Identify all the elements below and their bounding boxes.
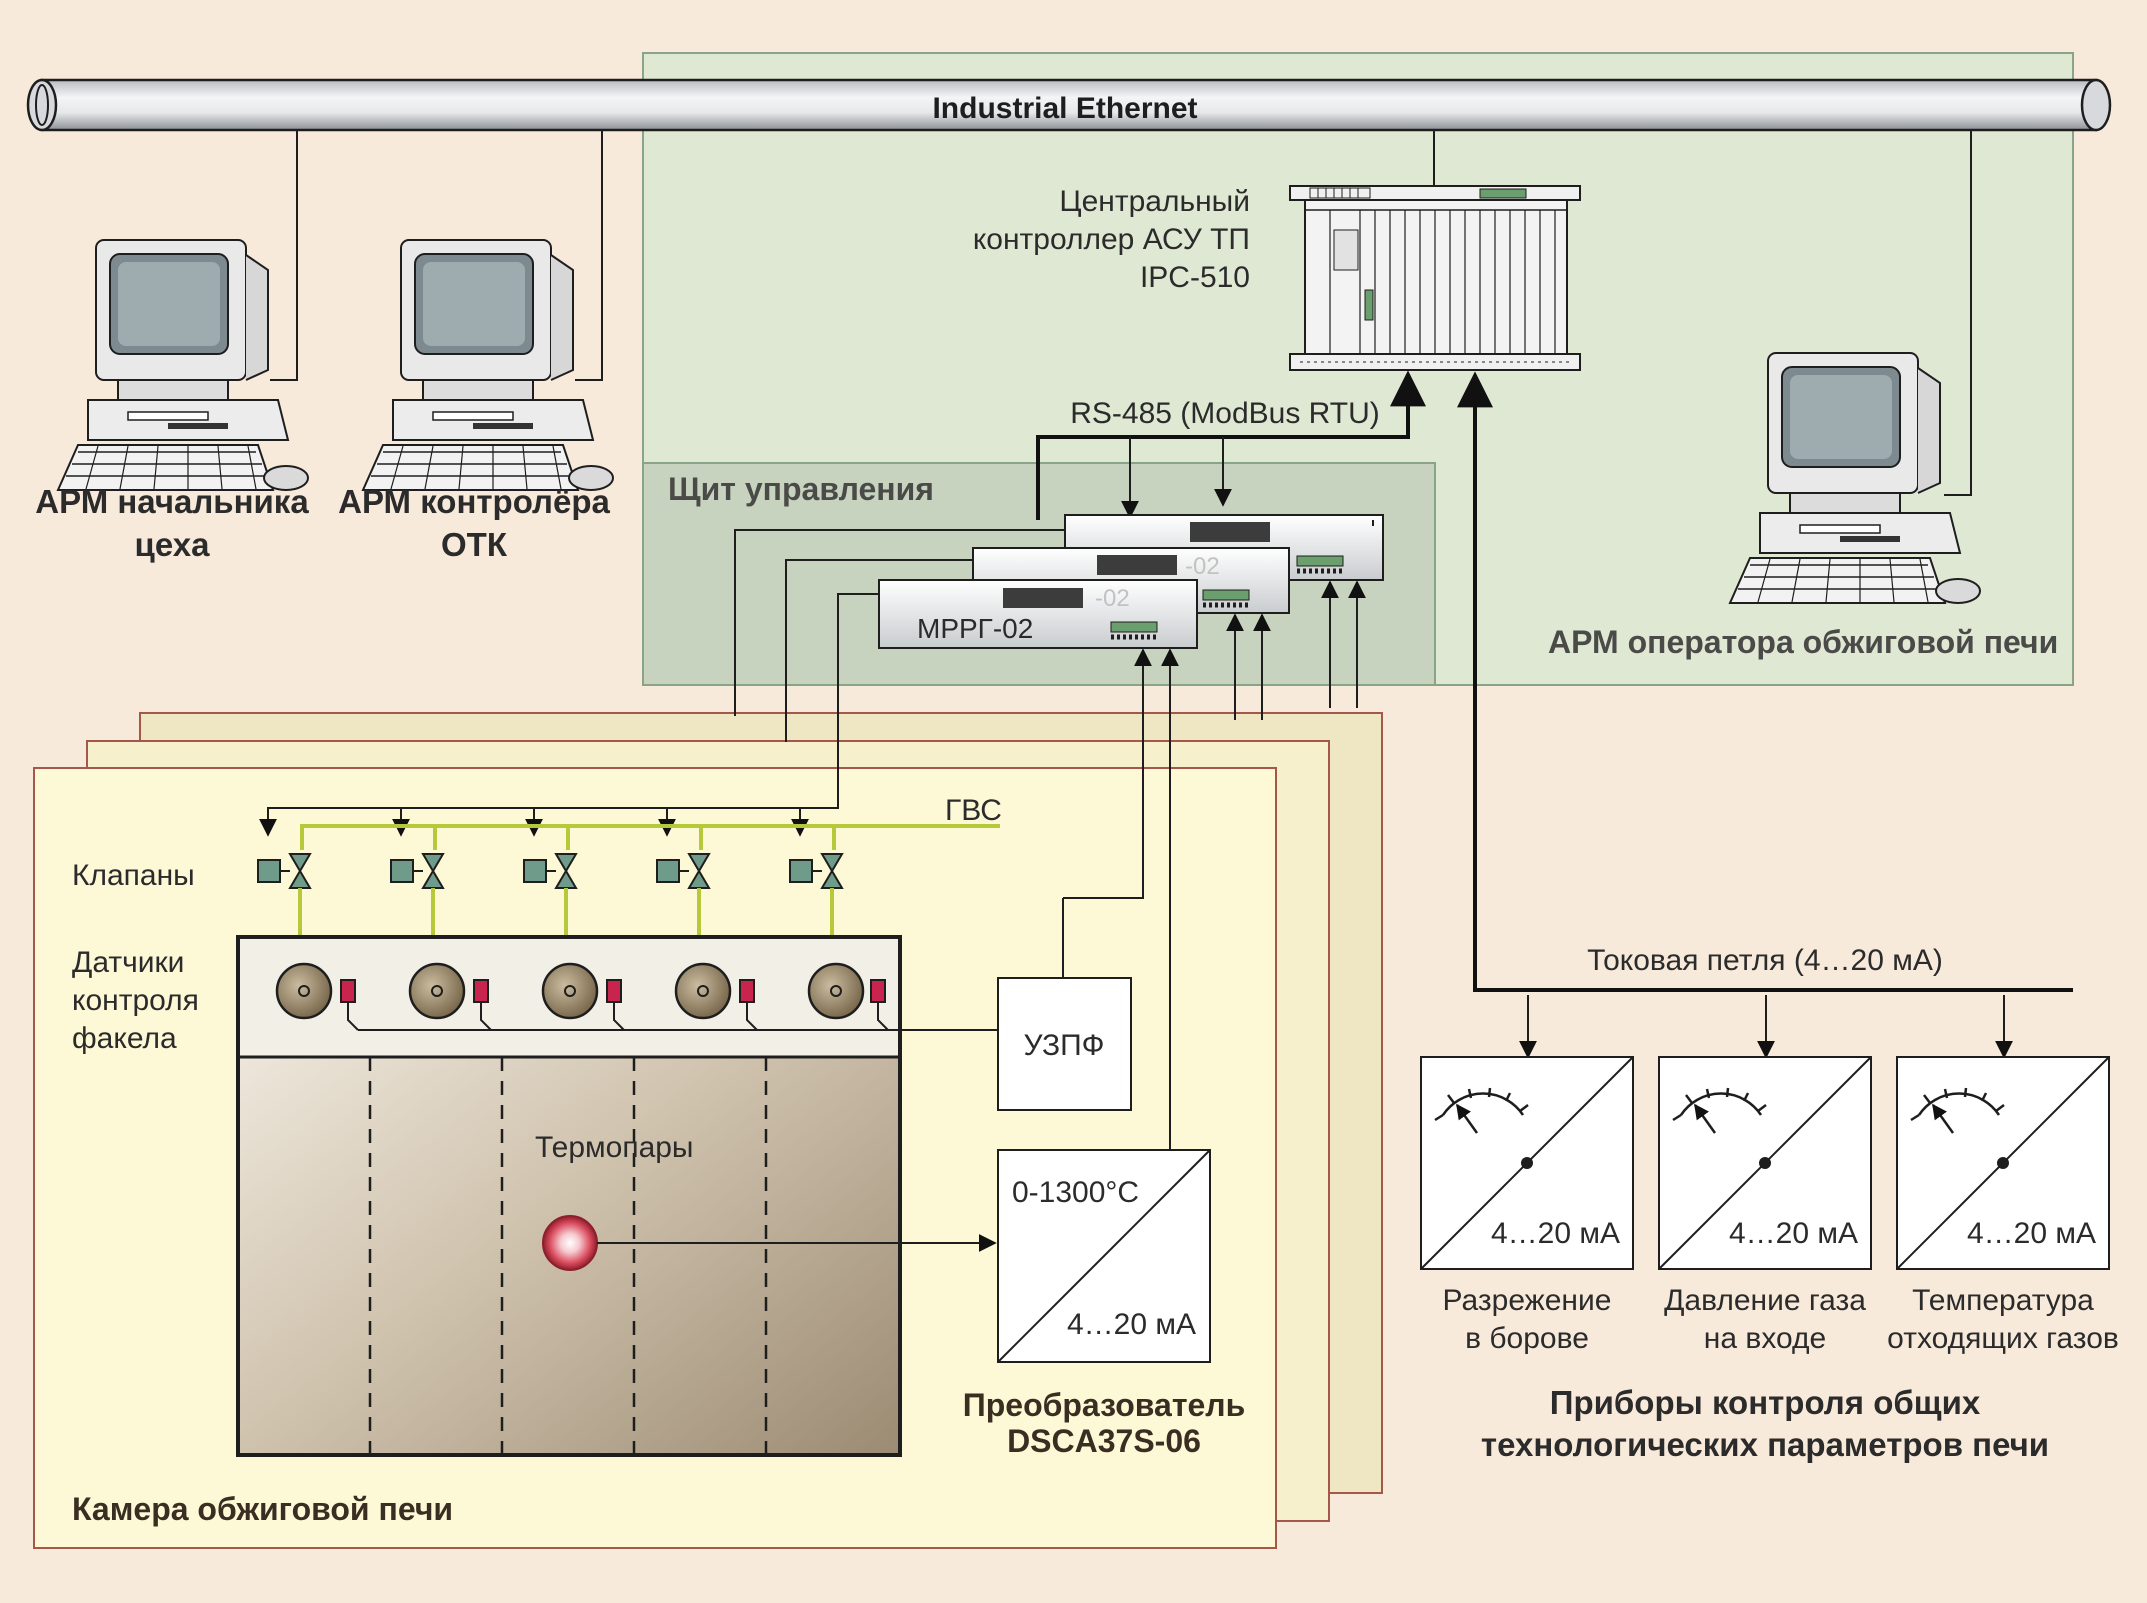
- uzpf-block: [997, 977, 1132, 1111]
- converter-block: [997, 1149, 1211, 1363]
- sensors-label-2: контроля: [72, 984, 199, 1017]
- qc-workstation-label-1: АРМ контролёра: [338, 483, 610, 520]
- instrument-1: [1420, 1056, 1634, 1270]
- instrument-2: [1658, 1056, 1872, 1270]
- valves-label: Клапаны: [72, 859, 195, 892]
- current-loop-label: Токовая петля (4…20 мА): [1587, 944, 1943, 977]
- instruments-group-label-2: технологических параметров печи: [1481, 1426, 2049, 1463]
- thermocouples-label: Термопары: [535, 1131, 694, 1164]
- converter-title-2: DSCA37S-06: [1007, 1423, 1201, 1459]
- gas-label: ГВС: [945, 794, 1002, 827]
- head-workstation-label-1: АРМ начальника: [35, 483, 309, 520]
- instrument-1-label-1: Разрежение: [1443, 1284, 1612, 1317]
- central-controller: [1289, 185, 1581, 371]
- instrument-3-label-2: отходящих газов: [1887, 1322, 2119, 1355]
- ghost-label-2: -02: [1095, 585, 1130, 612]
- controller-label-2: контроллер АСУ ТП: [973, 223, 1250, 256]
- instruments-group-label-1: Приборы контроля общих: [1550, 1384, 1981, 1421]
- current-loop: [1457, 371, 2073, 992]
- instrument-3: [1896, 1056, 2110, 1270]
- instrument-2-signal: 4…20 мА: [1729, 1217, 1858, 1250]
- instrument-3-label-1: Температура: [1912, 1284, 2094, 1317]
- controller-label-1: Центральный: [1059, 185, 1250, 218]
- flame-sensor-3: [606, 979, 622, 1003]
- burner-1: [275, 962, 359, 1031]
- instrument-2-label-1: Давление газа: [1664, 1284, 1866, 1317]
- rs485-label: RS-485 (ModBus RTU): [1070, 397, 1380, 430]
- burner-5: [807, 962, 889, 1031]
- uzpf-label: УЗПФ: [1024, 1029, 1105, 1062]
- furnace-title: Камера обжиговой печи: [72, 1491, 453, 1527]
- sensors-label-1: Датчики: [72, 946, 184, 979]
- head-workstation-label-2: цеха: [135, 526, 211, 563]
- flame-sensor-5: [870, 979, 886, 1003]
- sensors-label-3: факела: [72, 1022, 177, 1055]
- mrrg-label: МРРГ-02: [917, 613, 1033, 644]
- burner-4: [674, 962, 758, 1031]
- panel-title: Щит управления: [668, 471, 934, 507]
- qc-workstation-label-2: ОТК: [441, 526, 508, 563]
- ghost-label-1: -02: [1185, 553, 1220, 580]
- instrument-1-label-2: в борове: [1465, 1322, 1589, 1355]
- instrument-3-signal: 4…20 мА: [1967, 1217, 2096, 1250]
- controller-label-3: IPC-510: [1140, 261, 1250, 294]
- burner-2: [408, 962, 492, 1031]
- flame-sensor-1: [340, 979, 356, 1003]
- converter-title-1: Преобразователь: [963, 1387, 1246, 1423]
- operator-label: АРМ оператора обжиговой печи: [1548, 624, 2058, 660]
- converter-range-in: 0-1300°С: [1012, 1176, 1139, 1209]
- burner-3: [541, 962, 625, 1031]
- ethernet-bus: Industrial Ethernet: [26, 78, 2112, 132]
- instrument-2-label-2: на входе: [1704, 1322, 1826, 1355]
- flame-sensor-4: [739, 979, 755, 1003]
- ethernet-label: Industrial Ethernet: [932, 92, 1197, 125]
- instrument-1-signal: 4…20 мА: [1491, 1217, 1620, 1250]
- flame-sensor-2: [473, 979, 489, 1003]
- mrrg-device-front: -02 МРРГ-02: [878, 579, 1198, 649]
- thermocouple: [542, 1215, 598, 1271]
- converter-range-out: 4…20 мА: [1067, 1308, 1196, 1341]
